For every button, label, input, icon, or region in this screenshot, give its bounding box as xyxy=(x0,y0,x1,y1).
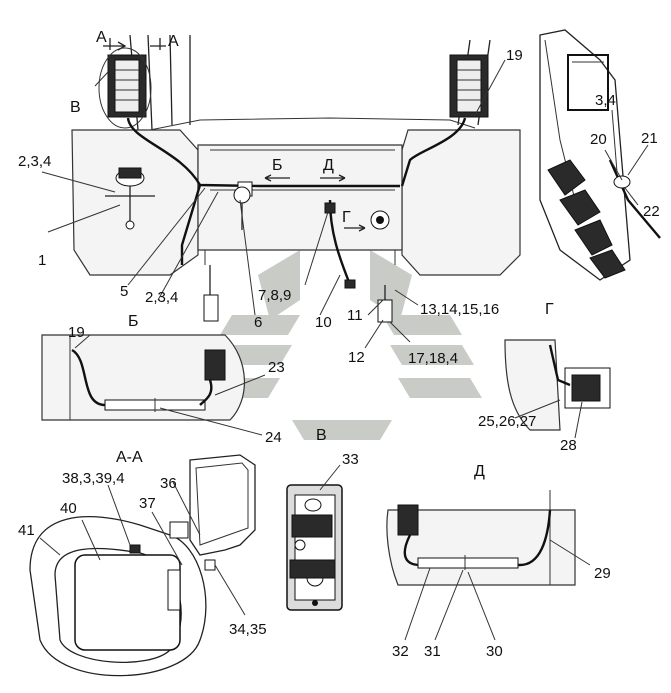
label-11: 11 xyxy=(347,307,363,324)
cut-label-a-left: А xyxy=(96,29,107,46)
label-30: 30 xyxy=(486,643,503,660)
label-23: 23 xyxy=(268,359,285,376)
view-d xyxy=(386,490,576,586)
view-arrows xyxy=(264,174,366,232)
view-v xyxy=(286,484,343,611)
label-5: 5 xyxy=(120,283,128,300)
label-20: 20 xyxy=(590,131,607,148)
view-title-b: Б xyxy=(128,313,139,330)
arrow-label-d: Д xyxy=(323,157,334,174)
tractor-rear-view xyxy=(71,34,521,323)
view-title-v: В xyxy=(316,427,327,444)
label-38-3-39-4: 38,3,39,4 xyxy=(62,470,125,487)
label-10: 10 xyxy=(315,314,332,331)
view-g xyxy=(504,339,611,431)
view-b xyxy=(41,334,246,421)
label-36: 36 xyxy=(160,475,177,492)
label-19-view-b: 19 xyxy=(68,324,85,341)
label-25-26-27: 25,26,27 xyxy=(478,413,536,430)
cut-label-a-right: А xyxy=(168,33,179,50)
label-6: 6 xyxy=(254,314,262,331)
label-29: 29 xyxy=(594,565,611,582)
leader-lines xyxy=(39,59,649,641)
label-28: 28 xyxy=(560,437,577,454)
label-12: 12 xyxy=(348,349,365,366)
view-title-d: Д xyxy=(474,463,485,480)
label-41: 41 xyxy=(18,522,35,539)
label-34-35: 34,35 xyxy=(229,621,267,638)
label-7-8-9: 7,8,9 xyxy=(258,287,291,304)
label-2-3-4-top: 2,3,4 xyxy=(18,153,51,170)
side-view xyxy=(539,29,661,281)
callout-label-v: В xyxy=(70,99,81,116)
label-40: 40 xyxy=(60,500,77,517)
label-17-18-4: 17,18,4 xyxy=(408,350,458,367)
label-22: 22 xyxy=(643,203,660,220)
label-33: 33 xyxy=(342,451,359,468)
label-37: 37 xyxy=(139,495,156,512)
left-rear-lamp xyxy=(107,54,147,118)
arrow-label-g: Г xyxy=(342,209,351,226)
label-1: 1 xyxy=(38,252,46,269)
view-title-aa: А-А xyxy=(116,449,143,466)
label-21: 21 xyxy=(641,130,658,147)
arrow-label-b: Б xyxy=(272,157,283,174)
license-lamp xyxy=(105,167,155,230)
label-31: 31 xyxy=(424,643,441,660)
view-aa xyxy=(29,454,256,677)
label-32: 32 xyxy=(392,643,409,660)
label-3-4-side: 3,4 xyxy=(595,92,616,109)
label-13-14-15-16: 13,14,15,16 xyxy=(420,301,499,318)
right-rear-lamp xyxy=(449,54,489,118)
label-19-top: 19 xyxy=(506,47,523,64)
view-title-g: Г xyxy=(545,301,554,318)
label-2-3-4-bottom: 2,3,4 xyxy=(145,289,178,306)
label-24: 24 xyxy=(265,429,282,446)
